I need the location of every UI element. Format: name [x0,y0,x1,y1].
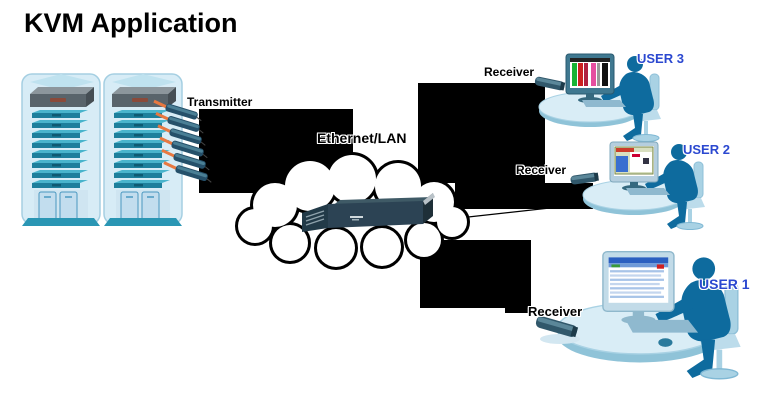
page-title: KVM Application [24,8,238,38]
person-at-desk-icon [538,53,661,142]
user3-label: USER 3 [637,51,684,66]
user1-label: USER 1 [699,276,750,292]
receiver-stick-icon [535,316,579,338]
transmitter-stick-icon [153,99,202,122]
keyboard-icon [626,188,670,195]
keyboard-icon [625,319,699,333]
receiver-stick-icon [534,76,566,91]
receiver-stick-icon [570,172,599,185]
redaction-block [505,305,531,313]
transmitter-stick-icon [159,136,208,159]
receiver-label-user1: Receiver [528,304,583,319]
server-rack-icon [104,74,182,226]
user-silhouette [601,56,654,141]
transmitter-stick-icon [157,124,206,146]
receiver-label-user3: Receiver [484,65,535,79]
ethernet-cloud-icon [235,152,470,270]
connector-line [523,306,538,316]
monitor-app-window [609,141,659,191]
connector-line [449,203,587,220]
receiver-label-user2: Receiver [516,163,567,177]
redaction-block [418,83,545,183]
user-silhouette [655,257,731,379]
user-silhouette [645,144,698,229]
transmitter-stick-icon [161,148,210,171]
server-rack-icon [22,74,100,226]
person-at-desk-icon [582,141,705,230]
transmitter-stick-icon [155,112,204,134]
ethernet-lan-label: Ethernet/LAN [317,130,407,146]
network-switch-icon [302,193,435,232]
user2-label: USER 2 [683,142,730,157]
transmitter-devices [153,99,212,183]
redaction-block [455,183,593,209]
keyboard-icon [582,100,626,107]
transmitter-stick-icon [163,161,212,183]
transmitter-label: Transmitter [187,95,253,109]
person-at-desk-icon [556,250,741,380]
mouse-icon [658,338,673,347]
